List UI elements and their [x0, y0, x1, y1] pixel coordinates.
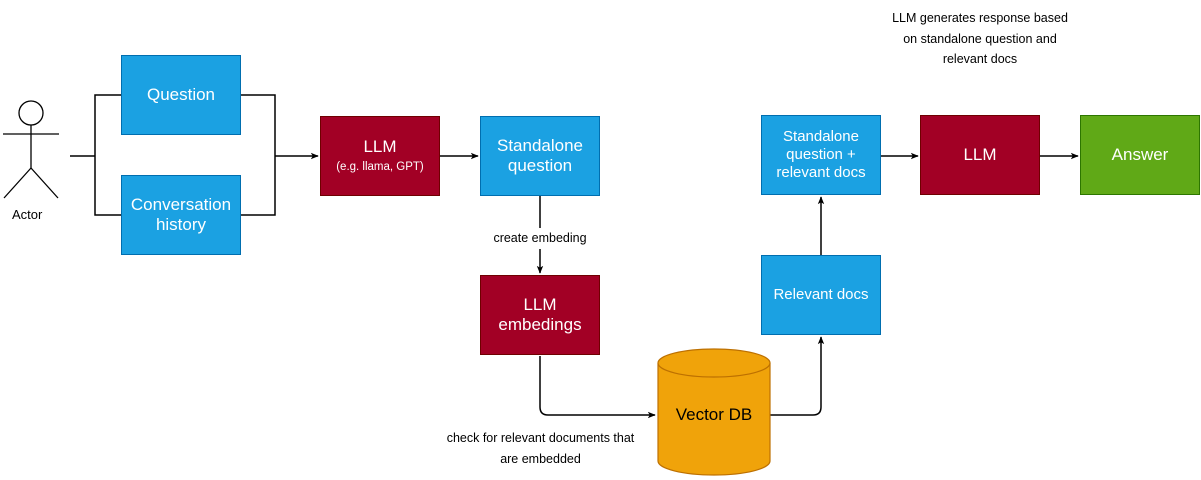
conversation-history-box[interactable]: Conversation history: [121, 175, 241, 255]
edge-question-to-merge: [240, 94, 276, 156]
edge-split-to-history: [94, 156, 121, 216]
edge-history-to-merge: [240, 156, 276, 216]
llm-subtitle: (e.g. llama, GPT): [336, 160, 424, 173]
vector-db-label[interactable]: Vector DB: [658, 385, 770, 445]
edge-embedings-to-vectordb: [539, 356, 656, 419]
standalone-question-text: Standalone question: [496, 135, 584, 175]
edge-split-to-question: [94, 94, 121, 156]
llm-box[interactable]: LLM (e.g. llama, GPT): [320, 116, 440, 196]
check-relevant-label: check for relevant documents that are em…: [443, 428, 638, 470]
standalone-question-box[interactable]: Standalone question: [480, 116, 600, 196]
conversation-history-text: Conversation history: [130, 194, 232, 234]
question-text: Question: [146, 84, 216, 104]
relevant-docs-box[interactable]: Relevant docs: [761, 255, 881, 335]
create-embeding-label: create embeding: [480, 228, 600, 249]
question-box[interactable]: Question: [121, 55, 241, 135]
llm-title: LLM: [363, 137, 397, 157]
relevant-docs-text: Relevant docs: [773, 286, 869, 303]
answer-text: Answer: [1111, 144, 1169, 164]
standalone-plus-docs-text: Standalone question + relevant docs: [776, 128, 866, 181]
vector-db-text: Vector DB: [675, 404, 753, 424]
actor-icon: [3, 100, 59, 199]
llm-embedings-box[interactable]: LLM embedings: [480, 275, 600, 355]
llm-generates-label: LLM generates response based on standalo…: [885, 8, 1075, 70]
llm-embedings-text: LLM embedings: [498, 294, 582, 334]
actor-label: Actor: [12, 207, 43, 222]
llm-final-box[interactable]: LLM: [920, 115, 1040, 195]
llm-final-text: LLM: [963, 144, 997, 164]
standalone-plus-docs-box[interactable]: Standalone question + relevant docs: [761, 115, 881, 195]
answer-box[interactable]: Answer: [1080, 115, 1200, 195]
edge-vectordb-to-relevant: [770, 336, 825, 416]
vector-db-cylinder: [657, 348, 771, 476]
